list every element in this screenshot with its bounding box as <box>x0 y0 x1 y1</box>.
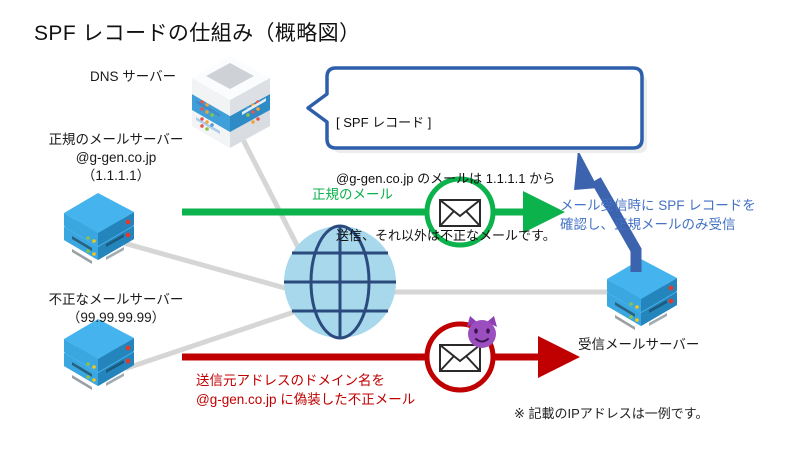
spf-check-note-label: メール受信時に SPF レコードを 確認し、正規メールのみ受信 <box>560 198 756 233</box>
legit-mail-server-icon <box>64 193 134 264</box>
legit-mail-flow-label: 正規のメール <box>312 187 393 202</box>
receiving-mail-server-label: 受信メールサーバー <box>578 337 700 352</box>
footnote: ※ 記載のIPアドレスは一例です。 <box>514 406 709 421</box>
green-envelope-icon <box>424 176 496 248</box>
spf-lookup-arrow <box>574 150 642 272</box>
dns-server-icon <box>192 56 270 148</box>
bad-mail-server-icon <box>64 319 134 390</box>
bubble-line-2: @g-gen.co.jp のメールは 1.1.1.1 から <box>336 171 556 187</box>
legit-mail-server-label: 正規のメールサーバー @g-gen.co.jp （1.1.1.1） <box>48 132 184 183</box>
devil-face-icon <box>467 316 497 348</box>
bubble-line-3: 送信、それ以外は不正なメールです。 <box>336 227 556 243</box>
bubble-line-1: [ SPF レコード ] <box>336 114 432 130</box>
receiving-mail-server-icon <box>607 259 677 330</box>
network-cables <box>117 115 615 371</box>
page-title: SPF レコードの仕組み（概略図） <box>34 22 361 45</box>
spf-record-bubble-text: [ SPF レコード ] @g-gen.co.jp のメールは 1.1.1.1 … <box>336 76 556 283</box>
spf-record-speech-bubble <box>306 66 647 153</box>
globe-network-icon <box>284 224 396 340</box>
dns-server-label: DNS サーバー <box>90 69 177 84</box>
spoofed-mail-flow-label: 送信元アドレスのドメイン名を @g-gen.co.jp に偽装した不正メール <box>196 373 416 408</box>
bad-mail-server-label: 不正なメールサーバー （99.99.99.99） <box>48 292 184 325</box>
